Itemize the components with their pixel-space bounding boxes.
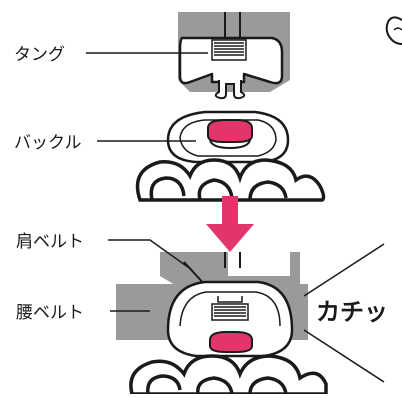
click-line-upper bbox=[303, 243, 385, 297]
tongue-label: タング bbox=[14, 45, 65, 65]
top-section: タング バックル bbox=[14, 12, 402, 202]
seat-cushion-bottom bbox=[129, 354, 328, 396]
seat-cushion-top bbox=[135, 158, 326, 202]
tongue-latch bbox=[214, 80, 246, 100]
latched-release-button bbox=[209, 331, 253, 353]
click-line-lower bbox=[303, 329, 385, 383]
click-sound-label: カチッ bbox=[316, 298, 388, 326]
shoulder-belt-leader-line bbox=[108, 239, 193, 271]
buckle-label: バックル bbox=[14, 133, 82, 153]
lap-belt-label: 腰ベルト bbox=[16, 303, 84, 323]
buckle-release-button bbox=[207, 119, 253, 143]
shoulder-belt-label: 肩ベルト bbox=[16, 232, 84, 252]
hand-outline-top bbox=[385, 16, 402, 45]
bottom-section: 肩ベルト 腰ベルト カチッ bbox=[16, 232, 388, 396]
down-arrow-icon bbox=[206, 196, 254, 252]
